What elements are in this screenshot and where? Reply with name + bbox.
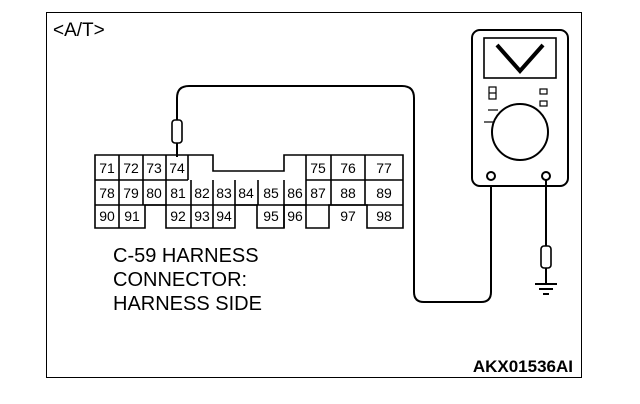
mode-label: <A/T> bbox=[53, 20, 105, 41]
pin-79: 79 bbox=[123, 185, 139, 201]
pin-88: 88 bbox=[340, 185, 356, 201]
pin-86: 86 bbox=[287, 185, 303, 201]
pin-89: 89 bbox=[376, 185, 392, 201]
connector-label: C-59 HARNESS CONNECTOR: HARNESS SIDE bbox=[113, 245, 262, 315]
pin-87: 87 bbox=[310, 185, 326, 201]
connector-label-line-2: CONNECTOR: bbox=[113, 269, 247, 291]
pin-80: 80 bbox=[146, 185, 162, 201]
meter-terminal-negative bbox=[541, 171, 551, 181]
pin-74: 74 bbox=[169, 160, 185, 176]
pin-73: 73 bbox=[146, 160, 162, 176]
connector-pin-labels: 71 72 73 74 75 76 77 78 79 80 81 82 83 8… bbox=[99, 160, 392, 224]
pin-71: 71 bbox=[99, 160, 115, 176]
pin-82: 82 bbox=[194, 185, 210, 201]
multimeter bbox=[471, 29, 569, 187]
pin-98: 98 bbox=[376, 208, 392, 224]
connector-label-line-3: HARNESS SIDE bbox=[113, 293, 262, 315]
pin-97: 97 bbox=[340, 208, 356, 224]
pin-90: 90 bbox=[99, 208, 115, 224]
test-lead-wire bbox=[176, 85, 492, 303]
pin-81: 81 bbox=[170, 185, 186, 201]
pin-77: 77 bbox=[376, 160, 392, 176]
voltmeter-v-icon bbox=[495, 43, 545, 75]
pin-76: 76 bbox=[340, 160, 356, 176]
pin-72: 72 bbox=[123, 160, 139, 176]
rotary-selector-dial bbox=[491, 103, 549, 161]
pin-78: 78 bbox=[99, 185, 115, 201]
harness-connector bbox=[94, 154, 404, 229]
figure-id: AKX01536AI bbox=[473, 357, 573, 376]
ground-lead bbox=[540, 180, 552, 284]
pin-93: 93 bbox=[194, 208, 210, 224]
pin-83: 83 bbox=[216, 185, 232, 201]
pin-94: 94 bbox=[216, 208, 232, 224]
ground-symbol-icon bbox=[535, 283, 557, 295]
pin-91: 91 bbox=[124, 208, 140, 224]
meter-indicators bbox=[484, 86, 548, 123]
pin-84: 84 bbox=[238, 185, 254, 201]
meter-terminal-positive bbox=[486, 171, 496, 181]
pin-96: 96 bbox=[287, 208, 303, 224]
test-probe-icon bbox=[171, 119, 183, 144]
pin-92: 92 bbox=[170, 208, 186, 224]
pin-85: 85 bbox=[263, 185, 279, 201]
pin-95: 95 bbox=[263, 208, 279, 224]
connector-label-line-1: C-59 HARNESS bbox=[113, 245, 259, 267]
pin-75: 75 bbox=[310, 160, 326, 176]
